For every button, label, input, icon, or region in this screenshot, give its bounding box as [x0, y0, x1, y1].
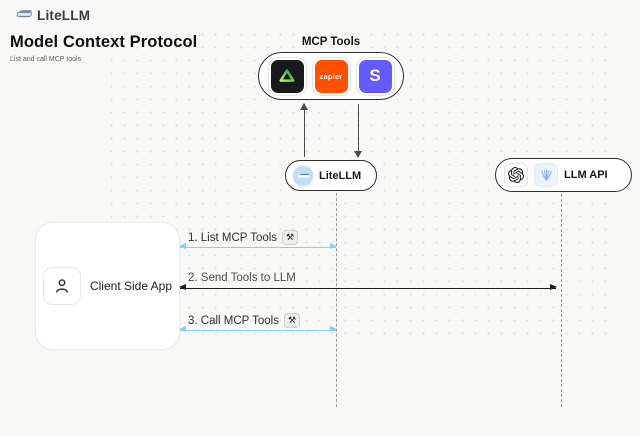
message-1-label: 1. List MCP Tools ⚒	[188, 230, 299, 245]
litellm-train-badge-icon	[293, 165, 313, 186]
brand: LiteLLM	[16, 6, 90, 24]
mcp-tools-label: MCP Tools	[301, 36, 361, 48]
stripe-icon[interactable]: S	[358, 59, 392, 93]
arrow-list-mcp-tools	[179, 243, 337, 250]
llm-provider-fan-icon	[534, 163, 558, 187]
tools-icon: ⚒	[282, 230, 299, 245]
mcp-tools-node[interactable]: zapier S	[258, 52, 404, 100]
message-2-text: 2. Send Tools to LLM	[188, 272, 296, 284]
arrow-up-litellm-to-mcp	[300, 103, 309, 157]
litellm-lifeline	[336, 193, 337, 407]
arrow-call-mcp-tools	[179, 326, 337, 333]
llm-api-node[interactable]: LLM API	[495, 158, 632, 192]
zapier-icon[interactable]: zapier	[314, 59, 348, 93]
message-3-label: 3. Call MCP Tools ⚒	[188, 313, 300, 328]
green-triangle-tool-icon[interactable]	[270, 59, 304, 93]
llm-api-node-label: LLM API	[564, 169, 608, 181]
message-3-text: 3. Call MCP Tools	[188, 314, 279, 327]
stripe-letter: S	[369, 66, 381, 85]
message-1-text: 1. List MCP Tools	[188, 231, 278, 244]
litellm-train-icon	[16, 6, 32, 24]
client-side-app-label: Client Side App	[89, 279, 173, 293]
message-2-label: 2. Send Tools to LLM	[188, 272, 296, 284]
arrow-down-mcp-to-litellm	[354, 104, 363, 158]
llm-api-lifeline	[561, 194, 562, 407]
brand-name: LiteLLM	[37, 7, 91, 23]
client-side-app-node[interactable]: Client Side App	[35, 222, 180, 350]
page-subtitle: List and call MCP tools	[10, 56, 82, 63]
arrow-send-tools-to-llm	[179, 284, 557, 291]
openai-icon	[504, 163, 528, 187]
zapier-wordmark: zapier	[319, 71, 343, 81]
litellm-node[interactable]: LiteLLM	[285, 160, 377, 191]
tools-icon: ⚒	[283, 313, 300, 328]
page-title: Model Context Protocol	[10, 33, 198, 51]
litellm-node-label: LiteLLM	[319, 169, 362, 182]
person-icon	[42, 267, 81, 305]
